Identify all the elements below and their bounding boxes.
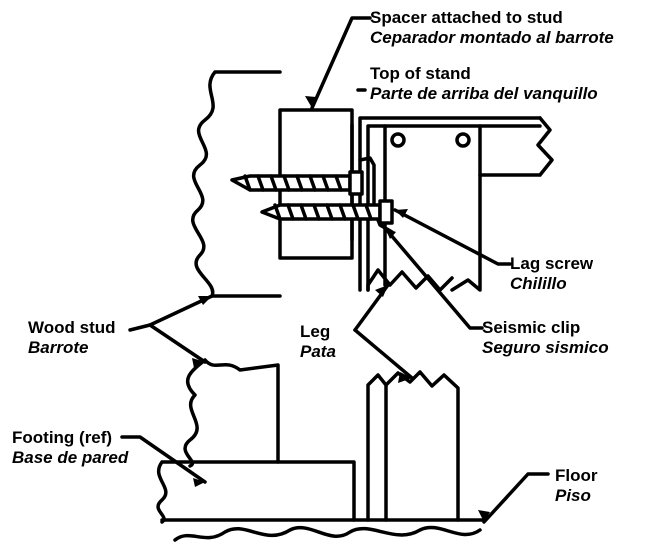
label-spacer-en: Spacer attached to stud (370, 8, 563, 27)
label-wood-stud-es: Barrote (28, 338, 89, 357)
wood-stud-upper (191, 70, 282, 298)
label-spacer: Spacer attached to stud Ceparador montad… (370, 8, 614, 48)
seismic-clip (358, 156, 394, 234)
stand-top-angle (358, 116, 542, 292)
label-lag-screw: Lag screw Chilillo (510, 254, 593, 294)
label-spacer-es: Ceparador montado al barrote (370, 28, 614, 47)
label-wood-stud: Wood stud Barrote (28, 318, 116, 358)
label-floor: Floor Piso (555, 466, 598, 506)
leader-leg-lower (353, 328, 414, 380)
leader-wood-stud-upper (128, 294, 214, 332)
label-seismic-clip-es: Seguro sismico (482, 338, 609, 357)
label-wood-stud-en: Wood stud (28, 318, 116, 337)
stand-leg-lower (366, 370, 460, 522)
label-seismic-clip-en: Seismic clip (482, 318, 581, 337)
leader-footing (120, 435, 207, 484)
leader-spacer (310, 16, 372, 110)
stand-hole-left (390, 132, 406, 148)
leader-wood-stud-lower (148, 323, 207, 364)
label-footing-en: Footing (ref) (12, 428, 113, 447)
label-leg-en: Leg (300, 322, 331, 341)
label-footing-es: Base de pared (12, 448, 129, 467)
label-floor-en: Floor (555, 466, 598, 485)
label-lag-screw-en: Lag screw (510, 254, 594, 273)
label-lag-screw-es: Chilillo (510, 274, 567, 293)
leader-floor (482, 472, 550, 524)
lag-screw-bottom (260, 199, 394, 225)
label-leg-es: Pata (300, 342, 336, 361)
stand-hole-right (455, 132, 471, 148)
label-leg: Leg Pata (300, 322, 336, 362)
label-footing: Footing (ref) Base de pared (12, 428, 128, 468)
footing (156, 460, 356, 524)
label-top-of-stand-es: Parte de arriba del vanquillo (370, 84, 598, 103)
label-floor-es: Piso (555, 486, 591, 505)
label-top-of-stand-en: Top of stand (370, 64, 471, 83)
lag-screw-top (230, 170, 364, 196)
label-seismic-clip: Seismic clip Seguro sismico (482, 318, 609, 358)
leader-lag-screw (393, 208, 512, 266)
leader-seismic-clip (383, 226, 484, 330)
wood-stud-lower (183, 358, 280, 468)
floor (160, 518, 486, 542)
label-top-of-stand: Top of stand Parte de arriba del vanquil… (370, 64, 598, 104)
